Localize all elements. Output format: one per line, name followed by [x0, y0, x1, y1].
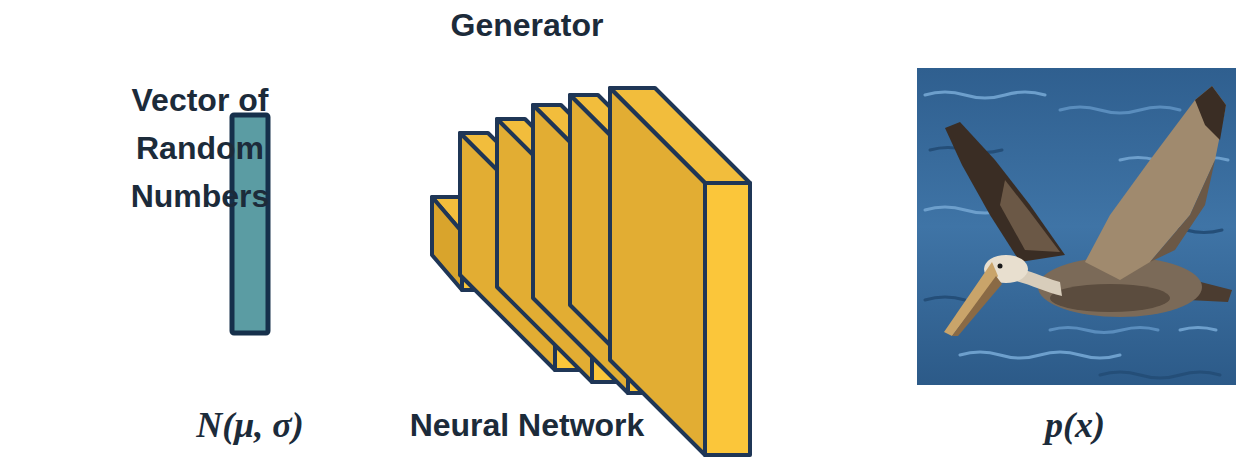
generator-title: Generator — [451, 5, 604, 45]
network-blocks — [432, 88, 750, 455]
network-label: Neural Network — [410, 400, 645, 450]
vector-label: Vector of Random Numbers — [115, 76, 285, 220]
distribution-label: N(μ, σ) — [196, 400, 303, 450]
output-label: p(x) — [1045, 400, 1105, 450]
generator-network: GeneratorNeural Network — [390, 0, 680, 460]
generated-image: p(x) — [910, 60, 1236, 460]
pelican-photo — [917, 68, 1236, 385]
input-vector: Vector of Random NumbersN(μ, σ) — [20, 66, 320, 456]
